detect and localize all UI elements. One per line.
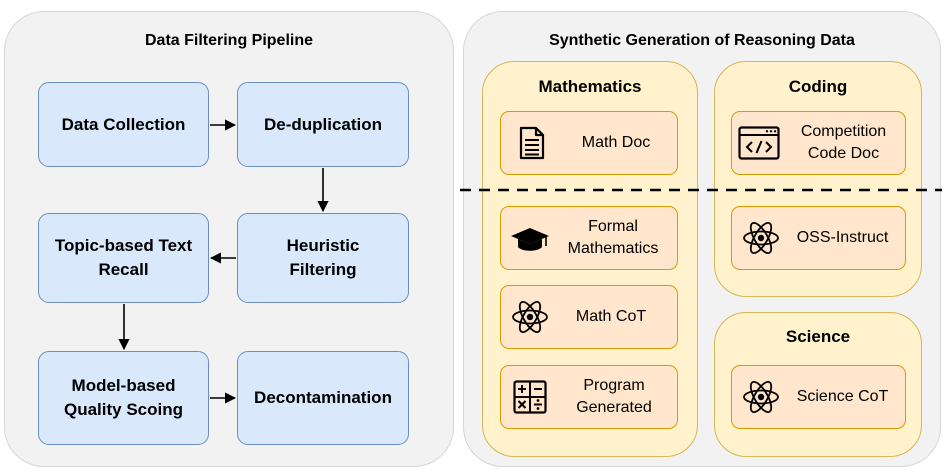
formal-mathematics-item: Formal Mathematics (500, 206, 678, 270)
step-deduplication: De-duplication (237, 82, 409, 167)
document-icon (519, 126, 545, 165)
code-window-icon (738, 126, 780, 165)
math-cot-item: Math CoT (500, 285, 678, 349)
program-generated-item: Program Generated (500, 365, 678, 429)
panel-title: Synthetic Generation of Reasoning Data (549, 32, 855, 49)
science-title: Science (785, 327, 851, 346)
item-label: Math CoT (575, 308, 647, 325)
science-cot-item: Science CoT (731, 365, 906, 429)
step-heuristic-filtering: Heuristic Filtering (237, 213, 409, 303)
item-label: OSS-Instruct (796, 229, 889, 246)
item-label: Competition Code Doc (800, 123, 887, 162)
competition-code-doc-item: Competition Code Doc (731, 111, 906, 175)
step-model-quality-scoring: Model-based Quality Scoing (38, 351, 209, 445)
step-topic-recall: Topic-based Text Recall (38, 213, 209, 303)
atom-icon (511, 298, 549, 341)
panel-title: Data Filtering Pipeline (144, 32, 314, 49)
atom-icon (742, 219, 780, 262)
coding-title: Coding (788, 77, 848, 96)
item-label: Math Doc (581, 134, 651, 151)
item-label: Program Generated (576, 377, 652, 416)
mathematics-title: Mathematics (538, 77, 642, 96)
graduation-cap-icon (510, 227, 550, 258)
step-decontamination: Decontamination (237, 351, 409, 445)
item-label: Science CoT (796, 388, 889, 405)
oss-instruct-item: OSS-Instruct (731, 206, 906, 270)
item-label: Formal Mathematics (567, 218, 659, 257)
calculator-icon (513, 380, 547, 419)
step-data-collection: Data Collection (38, 82, 209, 167)
math-doc-item: Math Doc (500, 111, 678, 175)
atom-icon (742, 378, 780, 421)
